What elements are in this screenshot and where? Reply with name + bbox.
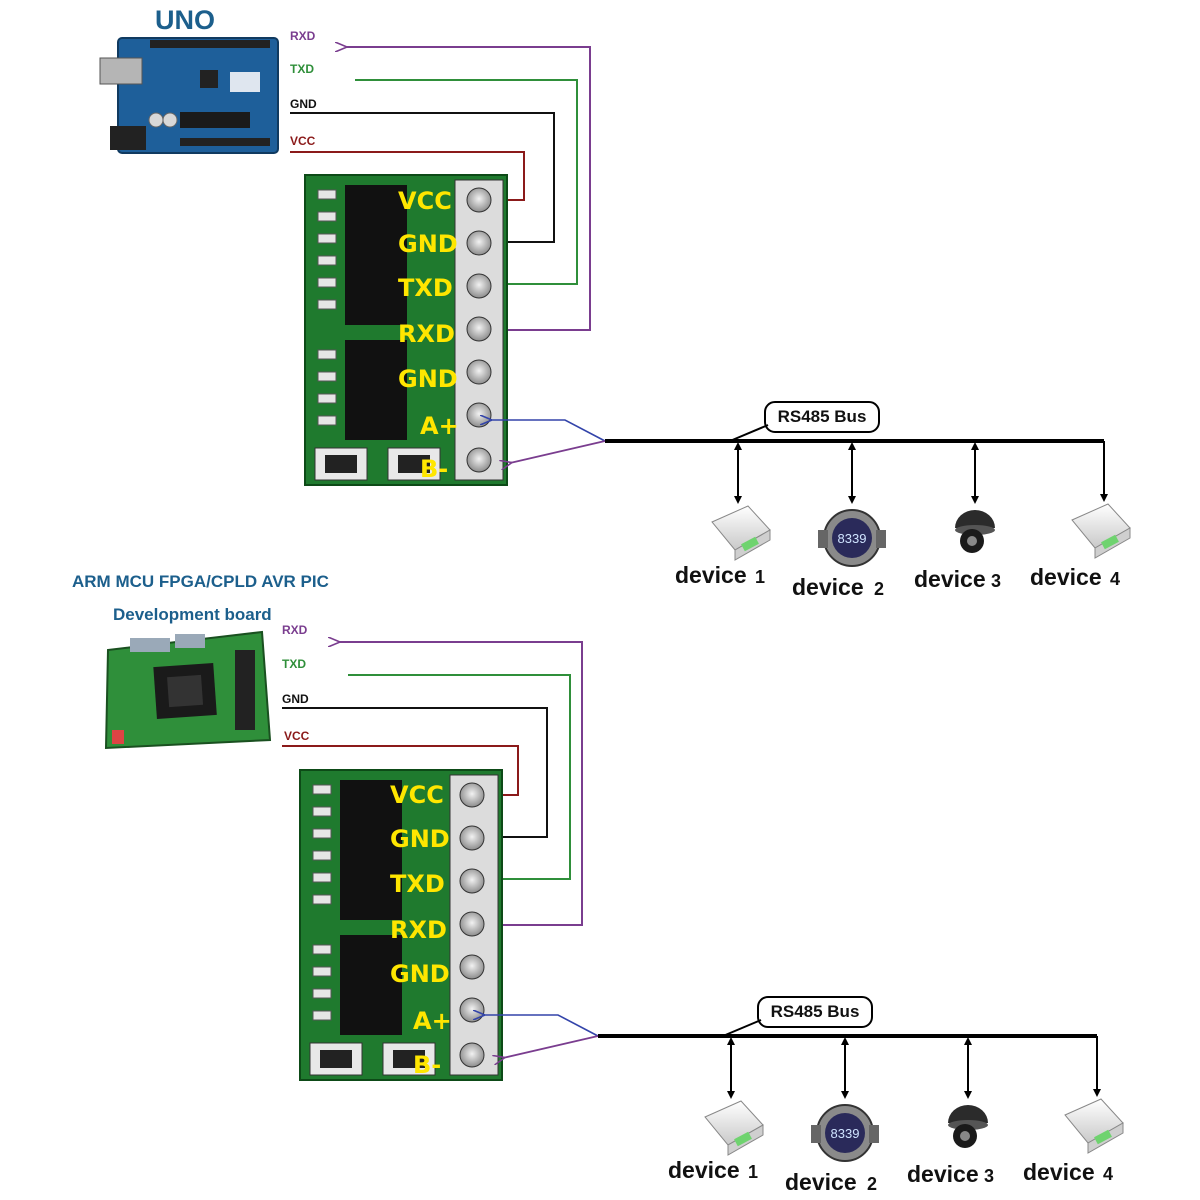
top-rxd-wire [345,47,591,331]
top-pin-gnd2: GND [398,365,458,393]
top-wiring-section: UNO RXD TXD GND VCC [99,5,1131,600]
bottom-device-2-num: 2 [867,1174,877,1194]
bottom-device-4: device 4 [1023,1098,1124,1185]
top-device-4: device 4 [1030,503,1131,590]
top-gnd-wire [290,112,555,243]
bottom-device-1: device 1 [668,1100,764,1183]
top-pin-gnd: GND [398,230,458,258]
uno-title: UNO [155,5,215,35]
top-device-3-num: 3 [991,571,1001,591]
bottom-a-plus-wire [483,1015,599,1037]
bottom-txd-wire [348,674,571,880]
bottom-device-1-num: 1 [748,1162,758,1182]
bottom-pin-rxd: RXD [390,916,447,944]
top-device-4-label: device [1030,564,1102,590]
scale-icon [1064,1098,1124,1154]
top-gnd-wire-label: GND [290,97,317,111]
bottom-bus-label-text: RS485 Bus [771,1002,860,1021]
bottom-pin-vcc: VCC [390,781,444,809]
top-device-1-num: 1 [755,567,765,587]
top-rxd-wire-label: RXD [290,29,316,43]
bottom-b-minus-wire [503,1035,599,1058]
top-vcc-wire-label: VCC [290,134,316,148]
bottom-device-3-label: device [907,1161,979,1187]
scale-icon [711,505,771,561]
bottom-device-2-label: device [785,1169,857,1195]
bottom-txd-wire-label: TXD [282,657,306,671]
dev-board-title-line1: ARM MCU FPGA/CPLD AVR PIC [72,572,329,591]
bottom-pin-a-plus: A+ [413,1007,452,1035]
bottom-wiring-section: ARM MCU FPGA/CPLD AVR PIC Development bo… [72,572,1124,1195]
bottom-rxd-wire [338,642,583,926]
bottom-device-3: device 3 [907,1105,994,1187]
bottom-gnd-wire [282,707,548,838]
scale-icon [1071,503,1131,559]
top-device-3: device 3 [914,510,1001,592]
bottom-vcc-wire-label: VCC [284,729,310,743]
dev-board-title-line2: Development board [113,605,272,624]
top-pin-rxd: RXD [398,320,455,348]
bottom-gnd-wire-label: GND [282,692,309,706]
bottom-device-4-num: 4 [1103,1164,1113,1184]
development-board-image [104,630,272,750]
top-txd-wire-label: TXD [290,62,314,76]
meter-icon: 8339 [811,1104,879,1162]
bottom-pin-gnd2: GND [390,960,450,988]
top-rs485-module: VCC GND TXD RXD GND A+ B- [304,174,508,486]
top-device-2: 8339 device 2 [792,509,886,600]
bottom-rs485-module: VCC GND TXD RXD GND A+ B- [299,769,503,1081]
bottom-rxd-wire-label: RXD [282,623,308,637]
bottom-device-4-label: device [1023,1159,1095,1185]
meter-icon: 8339 [818,509,886,567]
top-device-2-label: device [792,574,864,600]
bottom-device-1-label: device [668,1157,740,1183]
camera-icon [955,510,995,553]
top-b-minus-wire [510,440,606,463]
top-device-2-num: 2 [874,579,884,599]
bottom-bus-label: RS485 Bus [722,996,873,1037]
top-pin-b-minus: B- [420,455,448,483]
top-meter-reading: 8339 [838,531,867,546]
top-bus-label: RS485 Bus [729,401,880,442]
top-pin-vcc: VCC [398,187,452,215]
scale-icon [704,1100,764,1156]
top-bus-label-text: RS485 Bus [778,407,867,426]
bottom-pin-gnd: GND [390,825,450,853]
top-pin-a-plus: A+ [420,412,459,440]
top-a-plus-wire [490,420,606,442]
bottom-device-3-num: 3 [984,1166,994,1186]
top-device-1: device 1 [675,505,771,588]
top-device-4-num: 4 [1110,569,1120,589]
bottom-device-2: 8339 device 2 [785,1104,879,1195]
top-device-1-label: device [675,562,747,588]
camera-icon [948,1105,988,1148]
arduino-uno-board-image [99,37,279,154]
bottom-pin-b-minus: B- [413,1051,441,1079]
top-device-3-label: device [914,566,986,592]
bottom-pin-txd: TXD [390,870,445,898]
top-txd-wire [355,79,578,284]
bottom-meter-reading: 8339 [831,1126,860,1141]
top-pin-txd: TXD [398,274,453,302]
